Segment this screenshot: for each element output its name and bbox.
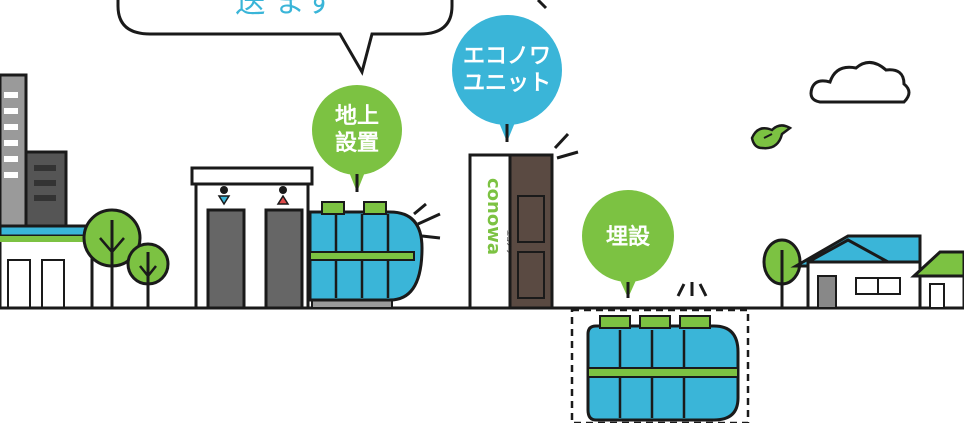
label-econowa-line1: エコノワ (463, 44, 551, 69)
convenience-store (0, 224, 94, 310)
econowa-logo-sub: エコノワ (505, 230, 512, 254)
trees-right (762, 238, 802, 308)
label-buried-text: 埋設 (606, 224, 651, 250)
label-above-ground-line1: 地上 (335, 104, 379, 129)
label-above-ground: 地上 設置 (312, 85, 402, 192)
male-restroom-icon (217, 186, 231, 206)
female-restroom-icon (276, 186, 290, 205)
underground-tank (570, 282, 750, 423)
city-buildings (0, 73, 68, 234)
speech-bubble: 送 ます (116, 0, 548, 76)
speech-bubble-text: 送 ます (235, 0, 335, 20)
house-large (790, 234, 922, 310)
label-econowa-unit: エコノワ ユニット (452, 15, 562, 142)
above-ground-tank (308, 201, 441, 309)
label-econowa-line2: ユニット (463, 71, 551, 96)
econowa-unit: conowa エコノワ (468, 132, 579, 310)
bird (750, 124, 793, 150)
label-buried: 埋設 (582, 190, 674, 298)
cloud (809, 61, 911, 104)
trees (82, 208, 170, 308)
econowa-logo: conowa (483, 178, 504, 255)
house-small (910, 250, 964, 310)
label-above-ground-line2: 設置 (335, 130, 379, 156)
restroom-building (190, 166, 314, 310)
